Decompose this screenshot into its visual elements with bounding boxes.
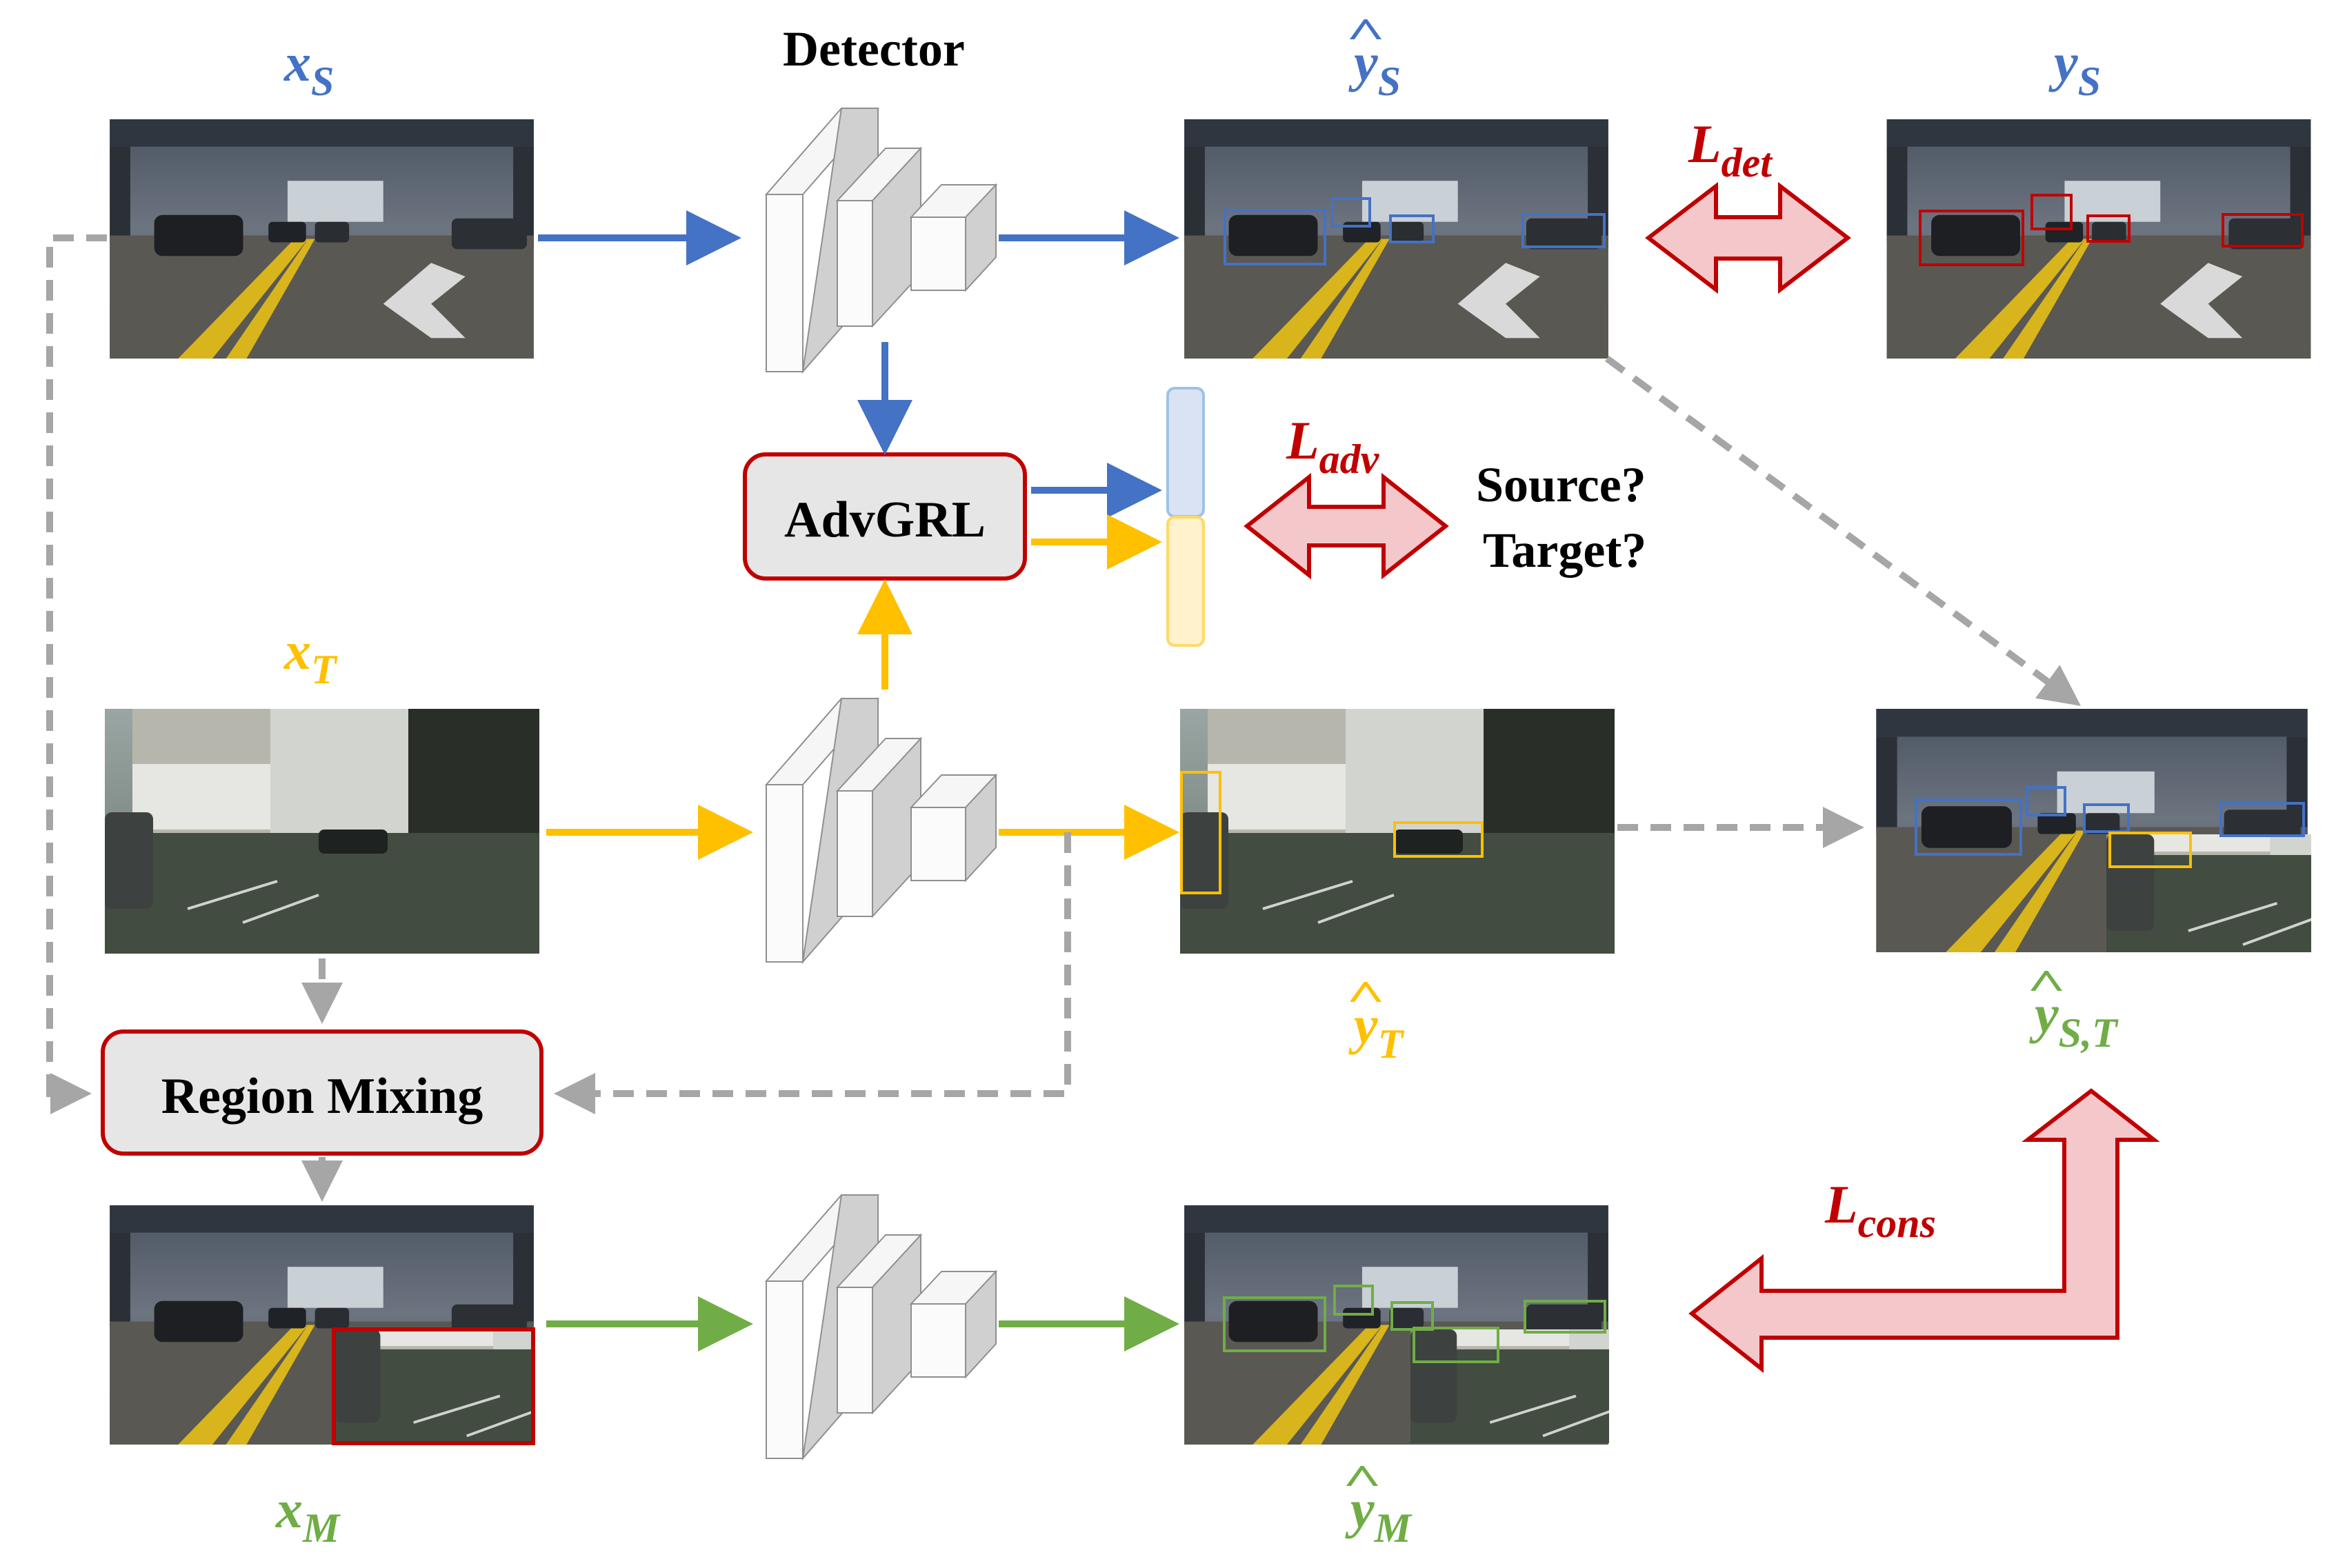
label-y-s: yS — [2054, 32, 2101, 104]
detector-title: Detector — [783, 21, 965, 77]
domain-bar-target — [1166, 516, 1205, 647]
arrows-source — [538, 210, 1179, 518]
advgrl-label: AdvGRL — [784, 492, 986, 548]
image-x-t — [105, 709, 539, 954]
advgrl-box: AdvGRL — [743, 452, 1027, 581]
label-yhat-m: yM — [1350, 1482, 1411, 1549]
image-yhat-st — [1876, 709, 2311, 952]
image-y-s — [1886, 119, 2311, 359]
l-det-double-arrow — [1645, 181, 1851, 294]
region-mixing-label: Region Mixing — [161, 1068, 483, 1125]
label-x-t: xT — [284, 621, 337, 692]
image-yhat-s — [1184, 119, 1608, 359]
label-yhat-s: yS — [1354, 36, 1401, 103]
label-x-m: xM — [276, 1479, 340, 1551]
label-l-cons: Lcons — [1825, 1174, 1937, 1246]
image-yhat-m — [1184, 1205, 1609, 1445]
target-question: Target? — [1483, 523, 1647, 578]
domain-bar-source — [1166, 387, 1205, 518]
detector-network-source — [764, 108, 998, 374]
l-adv-double-arrow — [1244, 472, 1449, 580]
image-yhat-t — [1180, 709, 1615, 954]
label-l-adv: Ladv — [1286, 410, 1379, 482]
label-yhat-t: yT — [1354, 998, 1403, 1065]
label-yhat-st: yS,T — [2035, 987, 2117, 1054]
detector-network-mixed — [764, 1194, 998, 1461]
image-x-m — [110, 1205, 535, 1445]
label-x-s: xS — [284, 32, 335, 104]
label-l-det: Ldet — [1688, 114, 1772, 185]
image-x-s — [110, 119, 534, 359]
arrows-target — [546, 514, 1179, 860]
source-question: Source? — [1476, 457, 1646, 512]
region-mixing-box: Region Mixing — [101, 1029, 543, 1156]
detector-network-target — [764, 698, 998, 965]
dashed-arrows — [46, 234, 2082, 1202]
l-cons-elbow-arrow — [1688, 1088, 2160, 1374]
